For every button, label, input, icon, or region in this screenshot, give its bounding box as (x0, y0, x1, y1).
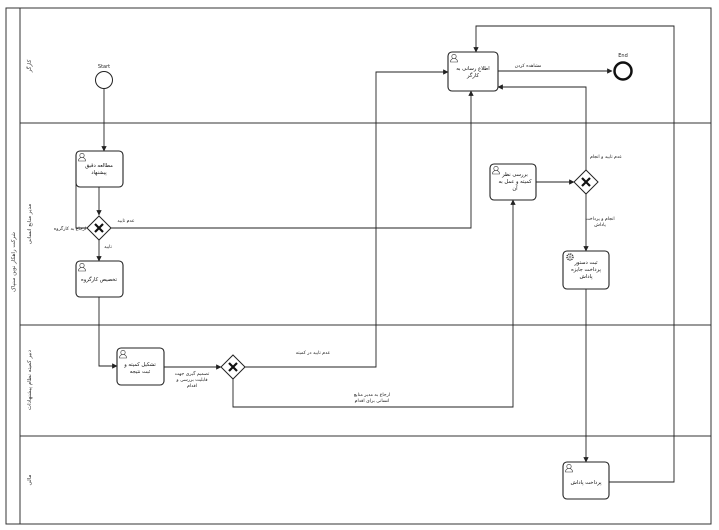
task-line-1: پرداخت پاداش (570, 480, 602, 486)
task-line-1: تخصیص کارگروه (81, 276, 118, 283)
gear-icon (566, 253, 574, 261)
label-return-group: ارجاع به کارگروه (54, 225, 86, 232)
lane-label-hr: مدیر منابع انسانی (27, 204, 33, 244)
label-refer-hr-line-1: ارجاع به مدیر منابع (354, 393, 390, 398)
task-box (116, 347, 165, 386)
pool-label: شرکت راهکار نوین سنپاک (10, 232, 17, 292)
task-assign: تخصیص کارگروه (75, 260, 124, 298)
task-line-1: بررسی نظر (501, 172, 528, 178)
label-reject-committee: عدم تایید در کمیته (296, 350, 331, 356)
end-event: End (613, 53, 633, 81)
task-line-3: پاداش (579, 274, 593, 280)
task-line-2: ثبت نتیجه (130, 369, 151, 375)
task-review: بررسی نظر کمیته و عمل به آن (489, 163, 537, 201)
flow-refer-to-review (232, 199, 516, 408)
label-execute-and-pay-line-1: انجام و پرداخت (585, 217, 614, 222)
start-circle (95, 71, 113, 89)
task-register: ثبت دستور پرداخت جایزه پاداش (562, 250, 610, 290)
task-box (75, 150, 124, 188)
flow-assign-to-committee (98, 297, 118, 369)
start-label: Start (98, 64, 110, 70)
user-icon (450, 53, 458, 63)
task-pay: پرداخت پاداش (562, 461, 610, 500)
lane-label-committee: دبیر کمیته نظام پیشنهادات (26, 349, 33, 410)
flow-gateway-to-notify (497, 84, 587, 170)
task-box (562, 250, 610, 290)
flow-pay-to-notify (473, 25, 675, 483)
task-line-1: ثبت دستور (573, 260, 598, 266)
gateway-review (573, 169, 599, 195)
task-line-2: پیشنهاد (91, 170, 107, 176)
user-icon (78, 262, 86, 272)
task-line-1: تشکیل کمیته و (123, 362, 156, 368)
task-notify: اطلاع رسانی به کارگر (447, 51, 499, 92)
user-icon (119, 349, 127, 359)
gateway-x-marker (228, 362, 238, 372)
start-event: Start (95, 64, 113, 89)
label-view: مشاهده کردن (515, 63, 542, 69)
end-circle (613, 61, 633, 81)
end-label: End (618, 53, 628, 59)
task-committee: تشکیل کمیته و ثبت نتیجه (116, 347, 165, 386)
label-refer-hr-line-2: انسانی برای اقدام (355, 399, 390, 404)
label-decision-line-1: تصمیم گیری جهت (175, 370, 210, 377)
task-line-3: آن (512, 185, 518, 192)
task-box (489, 163, 537, 201)
gateway-x-marker (581, 177, 591, 187)
task-line-2: کارگر (466, 72, 479, 79)
user-icon (565, 463, 573, 473)
task-line-1: مطالعه دقیق (85, 163, 113, 169)
lane-label-worker: کارگر (26, 59, 33, 73)
flow-gateway-reject-to-notify (111, 90, 474, 229)
gateway-x-marker (94, 223, 104, 233)
gateway-committee (220, 354, 246, 380)
user-icon (78, 152, 86, 162)
lane-label-finance: مالی (27, 475, 33, 486)
label-execute-and-pay-line-2: پاداش (594, 223, 606, 228)
gateway-hr (86, 215, 112, 241)
label-reject-hr: عدم تایید (117, 219, 134, 224)
task-line-2: کمیته و عمل به (498, 179, 532, 185)
task-study: مطالعه دقیق پیشنهاد (75, 150, 124, 188)
label-reject-and-execute: عدم تایید و انجام (590, 155, 622, 160)
label-approve: تایید (104, 245, 112, 250)
task-line-2: پرداخت جایزه (571, 267, 601, 273)
label-decision-line-3: اقدام (187, 384, 197, 389)
task-box (75, 260, 124, 298)
user-icon (492, 165, 500, 175)
task-line-1: اطلاع رسانی به (456, 66, 489, 72)
label-decision-line-2: قابلیت بررسی و (175, 378, 207, 383)
task-box (447, 51, 499, 92)
flow-labels: عدم تایید ارجاع به کارگروه تایید عدم تای… (54, 63, 622, 404)
task-box (562, 461, 610, 500)
